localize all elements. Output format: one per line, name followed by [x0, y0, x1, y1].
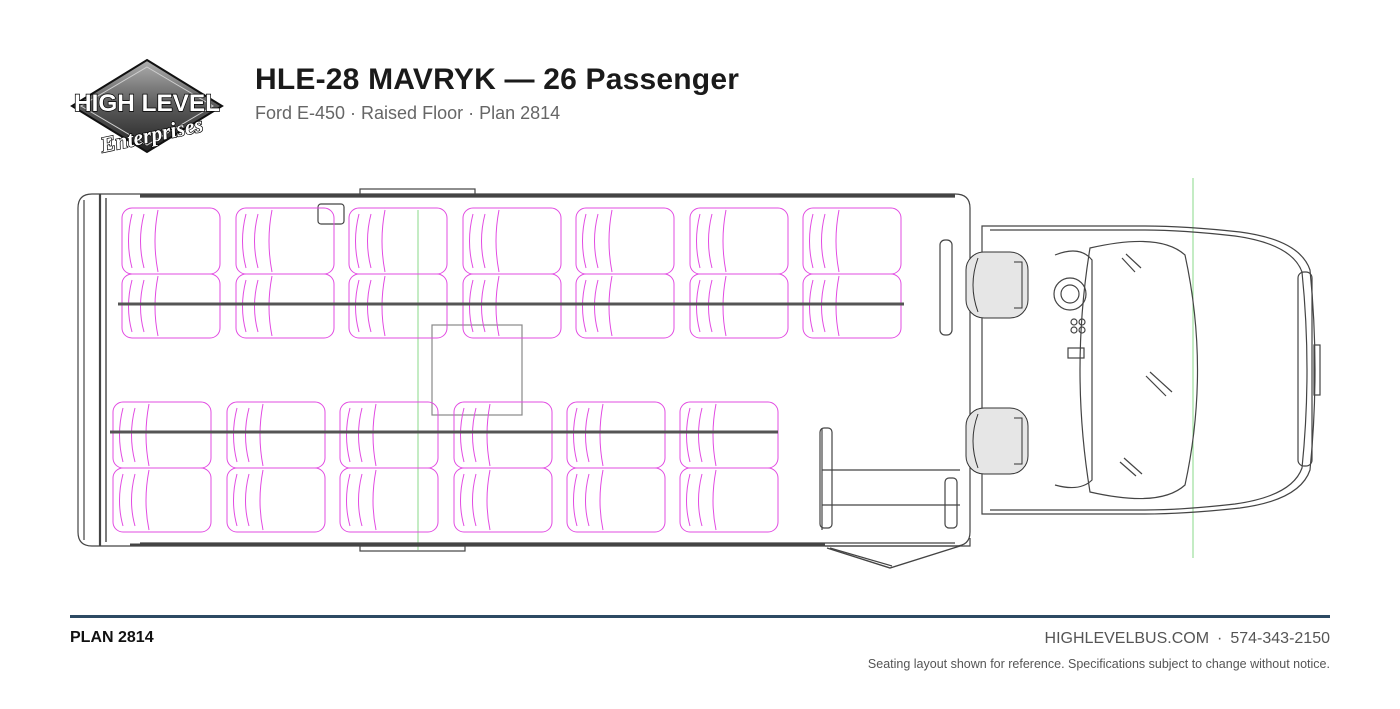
- footer-divider: [70, 615, 1330, 618]
- contact-info: HIGHLEVELBUS.COM · 574-343-2150: [1045, 630, 1330, 648]
- plan-label: PLAN 2814: [70, 629, 154, 646]
- website-link[interactable]: HIGHLEVELBUS.COM: [1044, 630, 1210, 647]
- cab-outline: [981, 225, 1321, 515]
- lower-seat-row: [110, 401, 779, 533]
- high-level-enterprises-logo: HIGH LEVEL Enterprises: [70, 58, 224, 158]
- phone-number[interactable]: 574-343-2150: [1230, 630, 1330, 647]
- page-subtitle: Ford E-450 · Raised Floor · Plan 2814: [255, 103, 561, 123]
- disclaimer: Seating layout shown for reference. Spec…: [867, 657, 1330, 671]
- page-title: HLE-28 MAVRYK — 26 Passenger: [255, 63, 740, 96]
- passenger-seat: [965, 407, 1029, 475]
- contact-separator: ·: [1217, 630, 1223, 647]
- upper-seat-row: [118, 207, 904, 339]
- logo-diamond: [70, 58, 224, 154]
- bus-floor-plan: [77, 178, 1321, 569]
- driver-seat: [965, 251, 1029, 319]
- logo-line1: HIGH LEVEL: [74, 90, 220, 117]
- bus-body: [77, 188, 971, 569]
